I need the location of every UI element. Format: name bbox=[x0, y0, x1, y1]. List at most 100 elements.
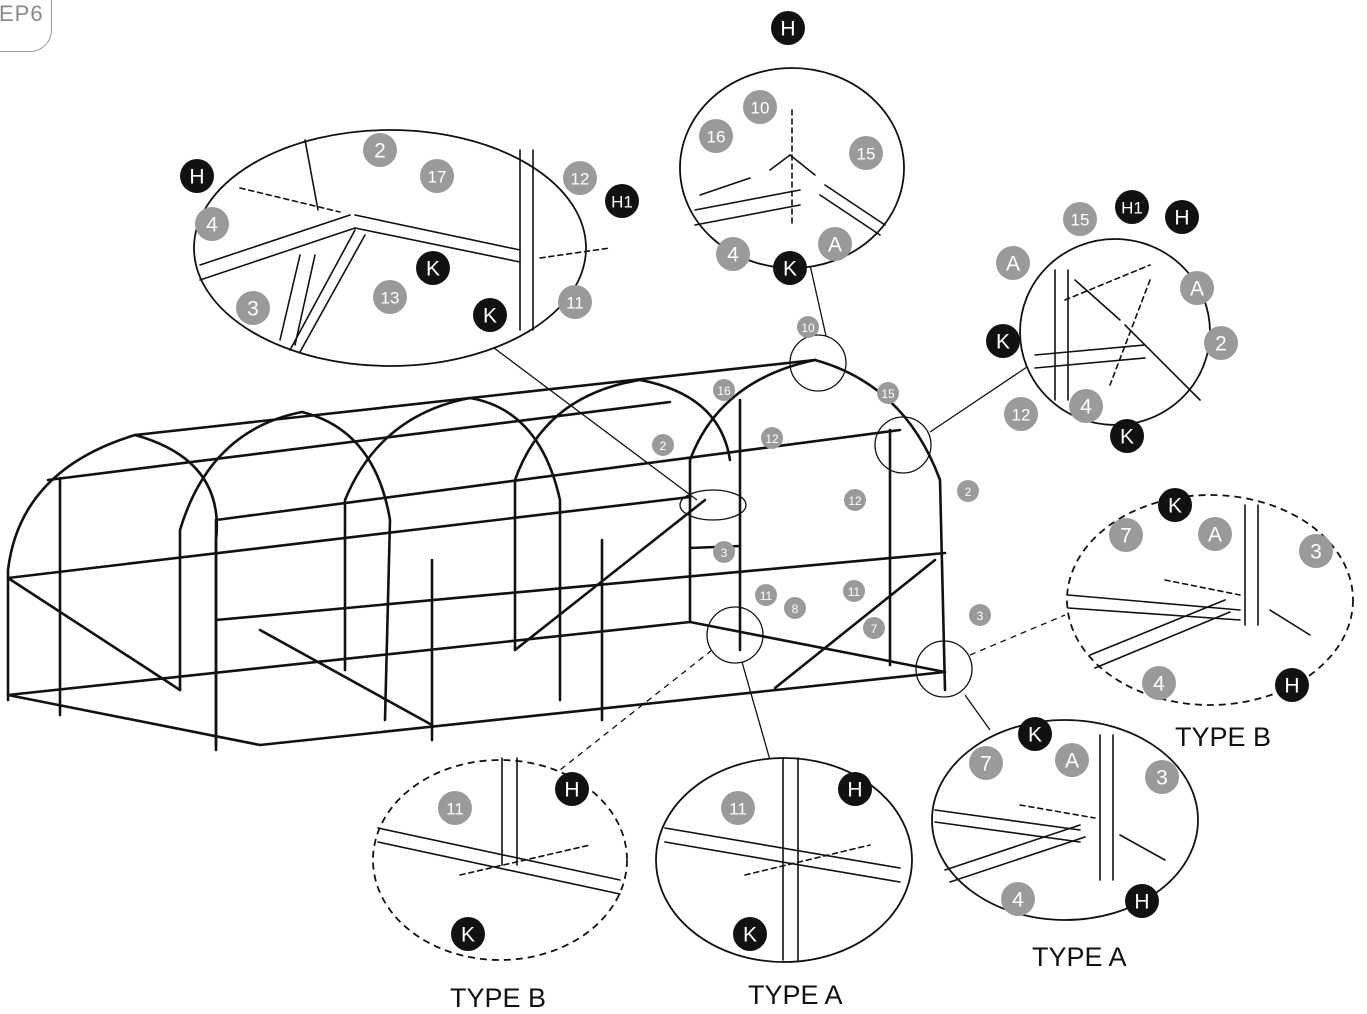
callout-circle bbox=[555, 772, 589, 806]
part-label: K bbox=[1168, 495, 1182, 518]
part-label: K bbox=[461, 924, 475, 947]
part-label: 3 bbox=[721, 546, 728, 560]
callout-circle bbox=[957, 480, 979, 502]
callout-circle bbox=[563, 161, 597, 195]
part-label: 15 bbox=[1071, 211, 1090, 230]
part-label: H bbox=[189, 166, 204, 189]
callout-circle bbox=[761, 427, 783, 449]
type-label-bottom-left: TYPE B bbox=[450, 983, 547, 1013]
part-label: 2 bbox=[374, 140, 386, 163]
callout-circle bbox=[1115, 190, 1149, 224]
callout-circle bbox=[818, 227, 852, 261]
part-label: 7 bbox=[980, 753, 992, 776]
callout-circle bbox=[373, 280, 407, 314]
callout-circle bbox=[969, 604, 991, 626]
callout-circle bbox=[877, 382, 899, 404]
callout-circle bbox=[1063, 202, 1097, 236]
part-label: 8 bbox=[792, 602, 799, 616]
callout-circle bbox=[844, 489, 866, 511]
part-label: A bbox=[1190, 278, 1204, 301]
callout-circle bbox=[236, 291, 270, 325]
type-label-right-lower: TYPE A bbox=[1032, 942, 1127, 972]
part-label: 12 bbox=[848, 494, 862, 508]
part-label: H1 bbox=[1121, 199, 1143, 218]
part-label: H bbox=[564, 779, 579, 802]
callout-circle bbox=[969, 746, 1003, 780]
callout-circle bbox=[652, 434, 674, 456]
callout-circle bbox=[1110, 419, 1144, 453]
part-label: 15 bbox=[881, 387, 895, 401]
type-label-bottom-center: TYPE A bbox=[748, 980, 843, 1010]
part-label: H bbox=[847, 779, 862, 802]
callout-circle bbox=[473, 298, 507, 332]
callout-circle bbox=[1204, 326, 1238, 360]
detail-drawings bbox=[199, 109, 1311, 961]
part-label: 11 bbox=[848, 585, 861, 599]
callout-circle bbox=[771, 11, 805, 45]
callout-circle bbox=[743, 90, 777, 124]
part-label: K bbox=[743, 924, 757, 947]
callout-circle bbox=[451, 917, 485, 951]
callout-circle bbox=[1299, 534, 1333, 568]
frame-highlights bbox=[679, 334, 973, 698]
callout-circle bbox=[1125, 884, 1159, 918]
callout-circle bbox=[713, 541, 735, 563]
part-label: 11 bbox=[446, 800, 464, 819]
part-label: K bbox=[783, 258, 797, 281]
part-label: 4 bbox=[206, 214, 218, 237]
callout-circle bbox=[1180, 271, 1214, 305]
callout-circle bbox=[420, 159, 454, 193]
part-label: 3 bbox=[1310, 541, 1322, 564]
part-label: K bbox=[1120, 426, 1134, 449]
callout-circle bbox=[180, 159, 214, 193]
part-label: H bbox=[1174, 207, 1189, 230]
callout-circle bbox=[1198, 517, 1232, 551]
part-label: 12 bbox=[1012, 406, 1031, 425]
callout-circle bbox=[849, 136, 883, 170]
part-label: 2 bbox=[660, 439, 667, 453]
part-label: 10 bbox=[751, 99, 770, 118]
part-label: 16 bbox=[717, 384, 731, 398]
callout-circle bbox=[797, 316, 819, 338]
callout-circle bbox=[713, 379, 735, 401]
type-label-right-upper: TYPE B bbox=[1175, 722, 1272, 752]
callout-circle bbox=[363, 133, 397, 167]
part-label: H bbox=[780, 18, 795, 41]
callout-circle bbox=[1145, 760, 1179, 794]
part-label: K bbox=[1028, 724, 1042, 747]
callout-circle bbox=[843, 580, 865, 602]
part-label: A bbox=[828, 234, 842, 257]
part-label: 7 bbox=[871, 622, 878, 636]
part-label: H bbox=[1284, 675, 1299, 698]
part-label: 16 bbox=[707, 128, 726, 147]
callout-circle bbox=[1055, 743, 1089, 777]
callout-circle bbox=[733, 917, 767, 951]
callout-circle bbox=[438, 791, 472, 825]
callout-circle bbox=[1275, 668, 1309, 702]
callout-circle bbox=[416, 251, 450, 285]
part-label: 11 bbox=[760, 589, 773, 603]
callout-circle bbox=[1001, 882, 1035, 916]
part-label: A bbox=[1208, 524, 1222, 547]
part-label: 10 bbox=[801, 321, 815, 335]
callout-circle bbox=[1109, 518, 1143, 552]
callout-circle bbox=[784, 597, 806, 619]
callout-circle bbox=[721, 791, 755, 825]
part-label: 4 bbox=[727, 244, 739, 267]
part-label: 7 bbox=[1120, 525, 1132, 548]
callout-circle bbox=[863, 617, 885, 639]
part-label: K bbox=[996, 331, 1010, 354]
callout-circle bbox=[1018, 717, 1052, 751]
part-label: 13 bbox=[381, 289, 400, 308]
part-label: 11 bbox=[729, 800, 747, 819]
part-label: 3 bbox=[977, 609, 984, 623]
callout-circle bbox=[1142, 666, 1176, 700]
greenhouse-frame bbox=[6, 358, 947, 752]
callout-circle bbox=[605, 184, 639, 218]
leader-lines bbox=[489, 264, 1066, 771]
part-label: A bbox=[1065, 750, 1079, 773]
part-label: 12 bbox=[571, 170, 590, 189]
part-label: A bbox=[1006, 253, 1020, 276]
